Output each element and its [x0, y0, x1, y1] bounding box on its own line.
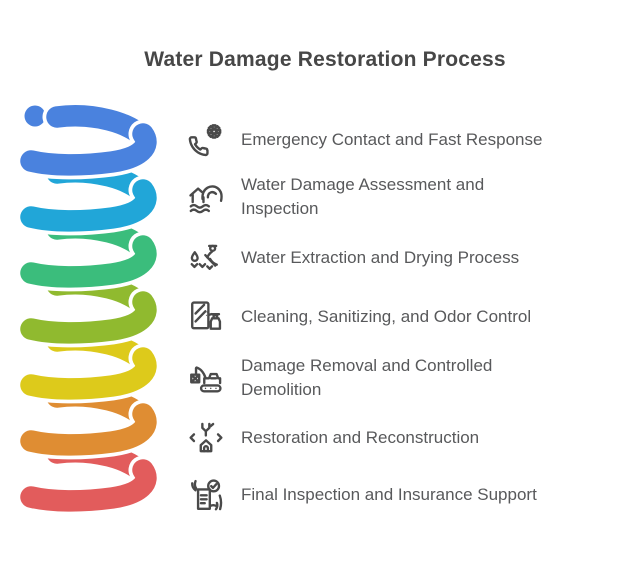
flood-house-icon [187, 178, 225, 216]
step-label: Damage Removal and Controlled Demolition [241, 356, 493, 399]
restoration-house-icon [187, 419, 225, 457]
spiral-coil [16, 101, 161, 516]
step-label: Water Damage Assessment and Inspection [241, 175, 485, 218]
step-label: Cleaning, Sanitizing, and Odor Control [241, 307, 532, 326]
step-item-emergency-contact: Emergency Contact and Fast Response [187, 121, 609, 159]
step-label: Water Extraction and Drying Process [241, 248, 520, 267]
water-extraction-icon [187, 239, 225, 277]
step-item-water-extraction: Water Extraction and Drying Process [187, 239, 609, 277]
spiral-graphic [0, 88, 170, 558]
step-item-damage-removal: Damage Removal and Controlled Demolition [187, 354, 609, 402]
inspection-document-icon [187, 476, 225, 514]
cleaning-spray-icon [187, 298, 225, 336]
step-item-cleaning-sanitizing: Cleaning, Sanitizing, and Odor Control [187, 298, 609, 336]
demolition-excavator-icon [187, 359, 225, 397]
page-title: Water Damage Restoration Process [144, 48, 506, 71]
step-label: Restoration and Reconstruction [241, 428, 480, 447]
step-item-final-inspection: Final Inspection and Insurance Support [187, 476, 609, 514]
step-label: Final Inspection and Insurance Support [241, 485, 537, 504]
step-item-damage-assessment: Water Damage Assessment and Inspection [187, 173, 609, 221]
step-label: Emergency Contact and Fast Response [241, 130, 543, 149]
emergency-phone-icon [187, 121, 225, 159]
step-item-restoration: Restoration and Reconstruction [187, 419, 609, 457]
